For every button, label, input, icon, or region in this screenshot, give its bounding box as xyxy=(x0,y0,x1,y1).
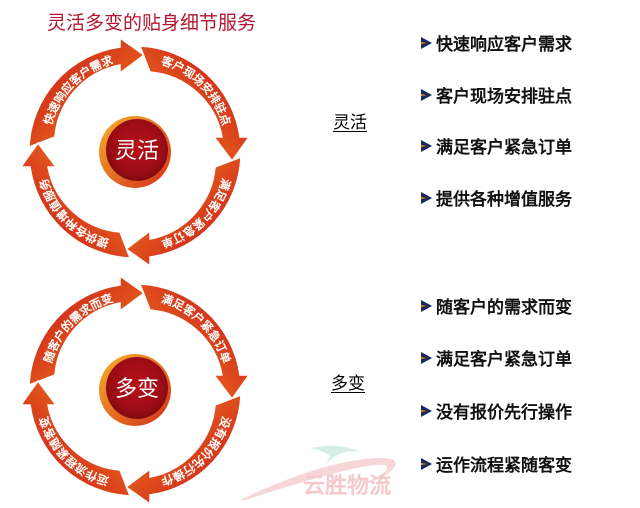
cycle-diagram-flexible: 快速响应客户需求 客户现场安排驻点 满足客户紧急订单 提供各种增值服务 灵活 xyxy=(20,37,250,267)
list-item: 运作流程紧随客变 xyxy=(421,451,572,476)
bullet-arrow-icon xyxy=(421,36,432,49)
bullet-arrow-icon xyxy=(421,404,432,417)
bullet-arrow-icon xyxy=(421,88,432,101)
cycle-diagram-variable: 随客户的需求而变 满足客户紧急订单 没有报价先行操作 运作流程紧随客变 多变 xyxy=(20,275,250,505)
bullet-arrow-icon xyxy=(421,191,432,204)
cycle-ring-arrows-icon: 随客户的需求而变 满足客户紧急订单 没有报价先行操作 运作流程紧随客变 多变 xyxy=(20,275,250,505)
cycle-center-label: 灵活 xyxy=(115,139,159,164)
list-item: 客户现场安排驻点 xyxy=(421,82,572,107)
list-item: 随客户的需求而变 xyxy=(421,293,572,318)
list-item: 快速响应客户需求 xyxy=(421,30,572,55)
group-label-variable: 多变 xyxy=(331,374,365,394)
diagram-title: 灵活多变的贴身细节服务 xyxy=(47,12,257,34)
bullet-arrow-icon xyxy=(421,139,432,152)
list-item: 满足客户紧急订单 xyxy=(421,345,572,370)
cycle-ring-arrows-icon: 快速响应客户需求 客户现场安排驻点 满足客户紧急订单 提供各种增值服务 灵活 xyxy=(20,37,250,267)
bullet-arrow-icon xyxy=(421,299,432,312)
list-item: 没有报价先行操作 xyxy=(421,398,572,423)
bullet-arrow-icon xyxy=(421,457,432,470)
bullet-arrow-icon xyxy=(421,351,432,364)
cycle-center-label: 多变 xyxy=(115,377,159,402)
list-item: 提供各种增值服务 xyxy=(421,185,572,210)
watermark-text: 云胜物流 xyxy=(303,474,392,499)
group-label-flexible: 灵活 xyxy=(333,113,367,133)
list-item: 满足客户紧急订单 xyxy=(421,133,572,158)
